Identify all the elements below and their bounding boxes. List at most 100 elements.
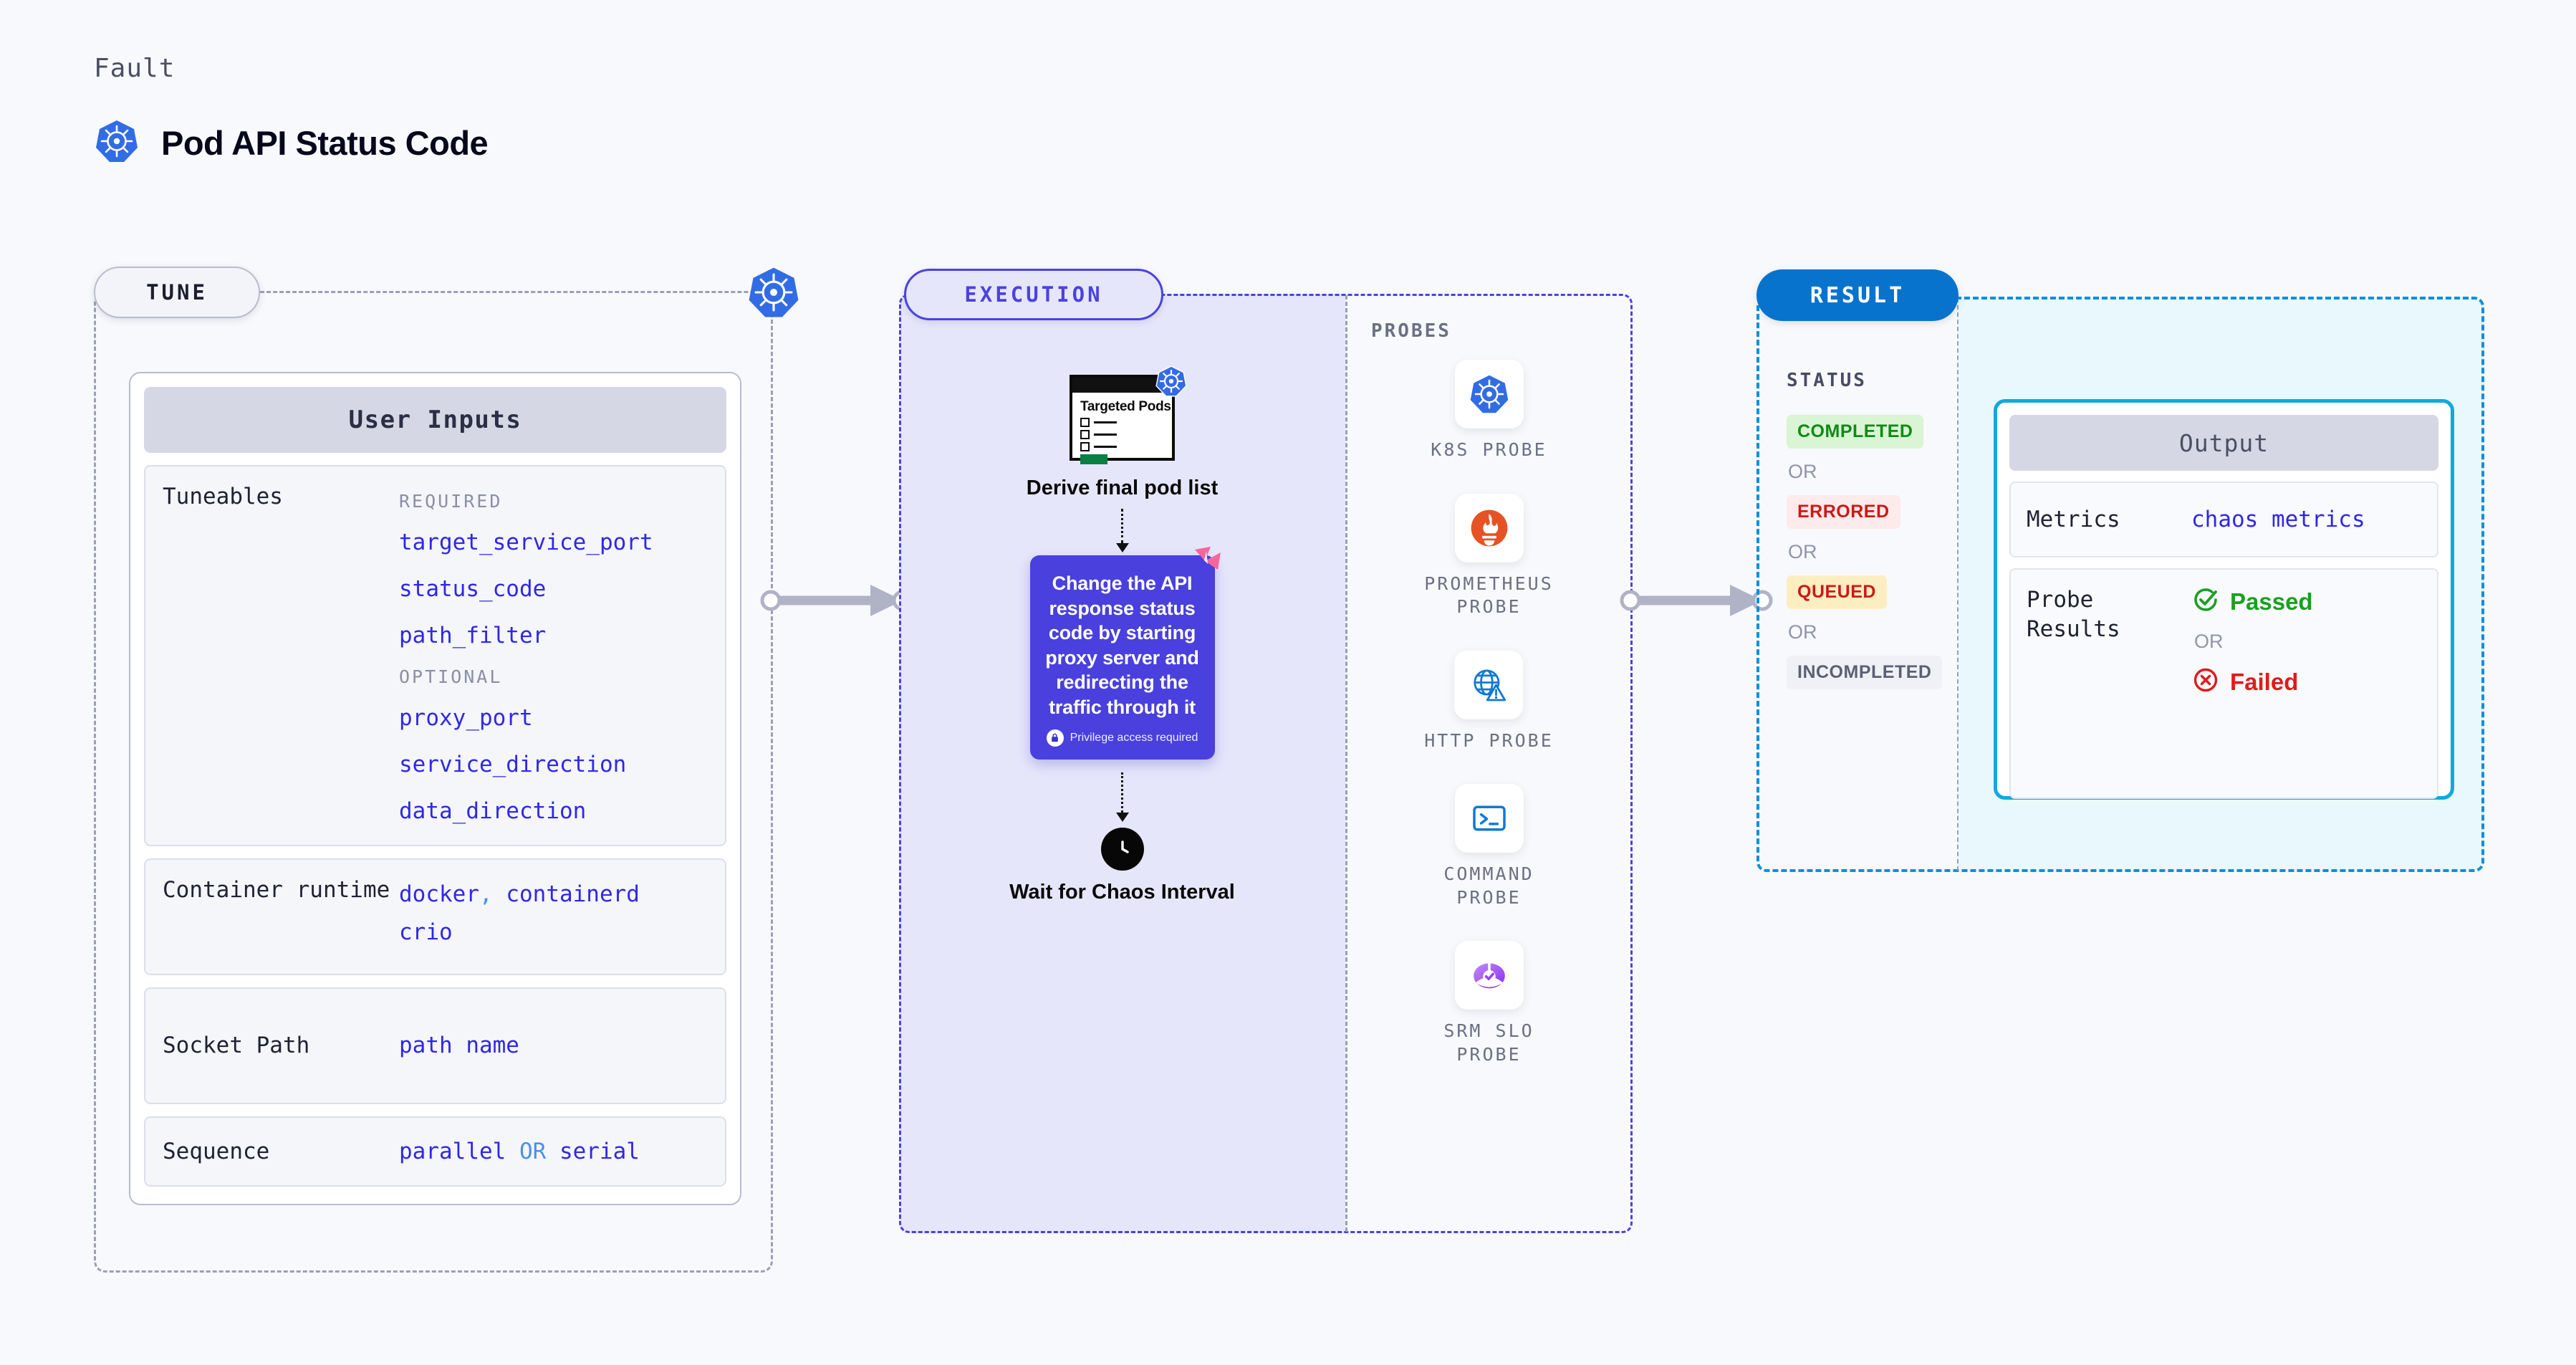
probe-label: K8S PROBE bbox=[1431, 439, 1547, 460]
flow-arrow-icon bbox=[1115, 543, 1129, 553]
tuneable-path-filter[interactable]: path_filter bbox=[399, 623, 547, 649]
probe-srm-slo[interactable]: SRM SLO PROBE bbox=[1418, 941, 1561, 1066]
tune-panel-border bbox=[94, 291, 773, 1273]
litmus-ribbon-icon bbox=[1192, 545, 1224, 580]
output-metrics-row: Metrics chaos metrics bbox=[2009, 482, 2438, 557]
probe-command[interactable]: COMMAND PROBE bbox=[1418, 784, 1561, 909]
placeholder-line bbox=[1094, 434, 1117, 436]
sequence-values: parallel OR serial bbox=[399, 1133, 640, 1171]
probe-prometheus[interactable]: PROMETHEUS PROBE bbox=[1418, 493, 1561, 619]
result-panel-tag[interactable]: RESULT bbox=[1756, 269, 1959, 321]
check-circle-icon bbox=[2191, 585, 2220, 618]
checkbox-icon bbox=[1080, 442, 1090, 452]
list-item bbox=[1080, 442, 1172, 452]
output-card: Output Metrics chaos metrics Probe Resul… bbox=[1994, 399, 2454, 800]
chaos-action-text: Change the API response status code by s… bbox=[1045, 573, 1199, 718]
page-title-row: Pod API Status Code bbox=[94, 118, 489, 168]
runtime-docker[interactable]: docker bbox=[399, 881, 479, 907]
result-status-divider bbox=[1957, 298, 1959, 871]
execution-flow: Targeted Pods bbox=[899, 294, 1345, 1233]
http-globe-warning-icon bbox=[1454, 650, 1524, 719]
socket-path-row: Socket Path path name bbox=[144, 987, 726, 1104]
user-inputs-card: User Inputs Tuneables REQUIRED target_se… bbox=[129, 372, 741, 1205]
container-runtime-values: docker, containerd crio bbox=[399, 876, 640, 951]
tuneables-section: Tuneables REQUIRED target_service_port s… bbox=[144, 465, 726, 846]
probe-k8s[interactable]: K8S PROBE bbox=[1431, 360, 1547, 462]
user-inputs-title: User Inputs bbox=[144, 387, 726, 453]
tuneable-status-code[interactable]: status_code bbox=[399, 576, 547, 603]
tuneables-label: Tuneables bbox=[163, 484, 283, 509]
kubernetes-icon bbox=[94, 118, 140, 168]
execution-probes-divider bbox=[1345, 295, 1347, 1232]
metrics-value[interactable]: chaos metrics bbox=[2191, 507, 2365, 532]
probe-result-passed: Passed bbox=[2191, 585, 2313, 618]
tune-panel-tag[interactable]: TUNE bbox=[94, 267, 260, 318]
tuneable-data-direction[interactable]: data_direction bbox=[399, 798, 587, 825]
required-label: REQUIRED bbox=[399, 491, 503, 512]
execution-panel-border bbox=[899, 294, 1633, 1233]
probe-label: SRM SLO PROBE bbox=[1443, 1020, 1534, 1065]
page-title: Pod API Status Code bbox=[161, 124, 489, 162]
runtime-containerd[interactable]: containerd bbox=[506, 881, 640, 907]
x-circle-icon bbox=[2191, 666, 2220, 698]
failed-label: Failed bbox=[2230, 668, 2299, 695]
output-or-label: OR bbox=[2194, 631, 2224, 652]
targeted-pods-title: Targeted Pods bbox=[1080, 399, 1171, 414]
targeted-pods-body: Targeted Pods bbox=[1072, 393, 1172, 465]
sequence-separator: OR bbox=[519, 1138, 547, 1164]
checkbox-icon bbox=[1080, 418, 1090, 428]
probes-column: PROBES K8S P bbox=[1345, 294, 1633, 1233]
tuneables-values: REQUIRED target_service_port status_code… bbox=[399, 482, 653, 835]
probes-title: PROBES bbox=[1371, 320, 1451, 342]
container-runtime-row: Container runtime docker, containerd cri… bbox=[144, 858, 726, 975]
connector-execution-to-result bbox=[1620, 585, 1773, 616]
probe-label: COMMAND PROBE bbox=[1443, 863, 1534, 908]
probe-results-label: Probe Results bbox=[2027, 587, 2120, 642]
tune-kubernetes-badge bbox=[746, 265, 801, 323]
page-eyebrow: Fault bbox=[94, 54, 176, 83]
runtime-crio[interactable]: crio bbox=[399, 919, 453, 945]
probe-http[interactable]: HTTP PROBE bbox=[1424, 650, 1554, 753]
flow-connector-line-2 bbox=[1121, 772, 1123, 813]
tuneable-target-service-port[interactable]: target_service_port bbox=[399, 530, 653, 555]
sequence-serial[interactable]: serial bbox=[559, 1138, 640, 1164]
probe-result-failed: Failed bbox=[2191, 666, 2313, 698]
chaos-action-card: Change the API response status code by s… bbox=[1029, 547, 1221, 760]
probe-label: PROMETHEUS PROBE bbox=[1424, 573, 1554, 618]
status-list: COMPLETED OR ERRORED OR QUEUED OR INCOMP… bbox=[1787, 415, 1943, 689]
socket-path-label: Socket Path bbox=[163, 1033, 310, 1059]
tuneable-proxy-port[interactable]: proxy_port bbox=[399, 705, 533, 732]
prometheus-icon bbox=[1454, 493, 1524, 562]
placeholder-line bbox=[1094, 421, 1117, 424]
derive-pod-list-caption: Derive final pod list bbox=[1026, 476, 1219, 499]
execution-panel-tag[interactable]: EXECUTION bbox=[904, 269, 1163, 320]
targeted-pods-titlebar bbox=[1072, 378, 1172, 393]
kubernetes-icon bbox=[1454, 360, 1524, 428]
list-item bbox=[1080, 430, 1172, 440]
result-panel-border bbox=[1756, 297, 2484, 872]
clock-icon bbox=[1100, 828, 1144, 871]
list-item bbox=[1080, 418, 1172, 428]
progress-bar bbox=[1080, 454, 1107, 465]
container-runtime-label: Container runtime bbox=[163, 877, 390, 903]
probe-label: HTTP PROBE bbox=[1424, 729, 1554, 751]
runtime-separator: , bbox=[479, 881, 493, 907]
output-probe-results-row: Probe Results Passed OR bbox=[2009, 568, 2438, 799]
targeted-pods-list bbox=[1080, 418, 1172, 452]
status-title: STATUS bbox=[1787, 370, 1867, 391]
wait-chaos-caption: Wait for Chaos Interval bbox=[1009, 881, 1235, 904]
flow-arrow-icon-2 bbox=[1115, 813, 1129, 823]
sequence-label: Sequence bbox=[163, 1138, 270, 1164]
sequence-parallel[interactable]: parallel bbox=[399, 1138, 506, 1164]
kubernetes-icon bbox=[1155, 365, 1188, 401]
or-label-1: OR bbox=[1788, 461, 1817, 482]
tuneable-service-direction[interactable]: service_direction bbox=[399, 752, 627, 778]
or-label-3: OR bbox=[1788, 621, 1817, 643]
probe-results-values: Passed OR Failed bbox=[2191, 585, 2313, 698]
srm-slo-icon bbox=[1454, 941, 1524, 1010]
checkbox-icon bbox=[1080, 430, 1090, 440]
targeted-pods-card: Targeted Pods bbox=[1070, 365, 1187, 465]
passed-label: Passed bbox=[2230, 588, 2313, 615]
socket-path-value[interactable]: path name bbox=[399, 1033, 519, 1059]
